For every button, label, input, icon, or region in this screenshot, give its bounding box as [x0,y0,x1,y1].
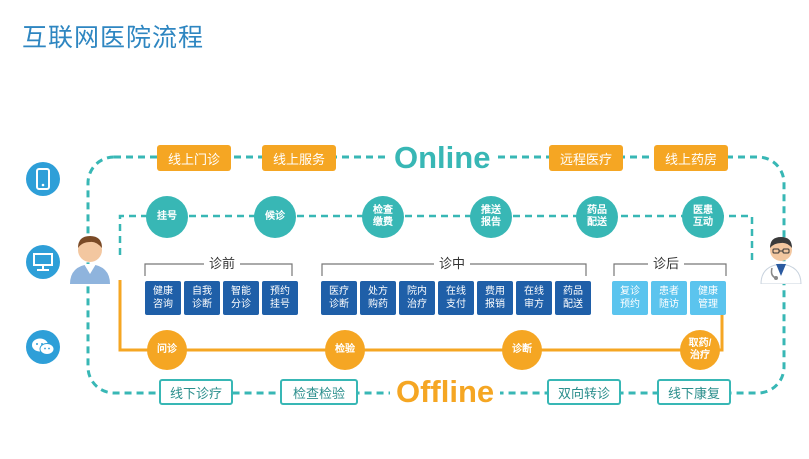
pre-tile: 自我 诊断 [184,281,220,315]
post-tile: 健康 管理 [690,281,726,315]
online-dashed-path [118,214,754,260]
computer-icon [26,245,60,279]
post-tile: 患者 随访 [651,281,687,315]
online-label: Online [388,138,497,178]
offline-step-diagnosis: 诊断 [502,330,542,370]
pre-tile: 智能 分诊 [223,281,259,315]
online-step-report: 推送 报告 [470,196,512,238]
offline-path [118,280,724,352]
offline-step-treatment: 取药/ 治疗 [680,330,720,370]
online-service-service: 线上服务 [262,145,336,171]
mid-tile: 在线 审方 [516,281,552,315]
online-service-remote: 远程医疗 [549,145,623,171]
offline-label: Offline [390,372,501,412]
online-step-delivery: 药品 配送 [576,196,618,238]
offline-step-test: 检验 [325,330,365,370]
pre-tile: 健康 咨询 [145,281,181,315]
offline-step-consult: 问诊 [147,330,187,370]
patient-avatar [66,230,114,289]
mid-tile: 在线 支付 [438,281,474,315]
mid-tile: 医疗 诊断 [321,281,357,315]
offline-service-exam: 检查检验 [280,379,358,405]
mid-tile: 处方 购药 [360,281,396,315]
group-label-mid: 诊中 [434,256,471,272]
online-service-clinic: 线上门诊 [157,145,231,171]
online-service-pharmacy: 线上药房 [654,145,728,171]
doctor-avatar [758,228,804,289]
post-tile: 复诊 预约 [612,281,648,315]
page-title: 互联网医院流程 [22,24,205,52]
wechat-icon [26,330,60,364]
offline-service-referral: 双向转诊 [547,379,621,405]
online-step-register: 挂号 [146,196,188,238]
group-label-pre: 诊前 [204,256,241,272]
phone-icon [26,162,60,196]
mid-tile: 费用 报销 [477,281,513,315]
outer-dashed-loop [86,155,786,395]
offline-service-rehab: 线下康复 [657,379,731,405]
group-label-post: 诊后 [648,256,685,272]
online-step-waiting: 候诊 [254,196,296,238]
offline-service-clinic: 线下诊疗 [159,379,233,405]
mid-tile: 药品 配送 [555,281,591,315]
mid-tile: 院内 治疗 [399,281,435,315]
online-step-payment: 检查 缴费 [362,196,404,238]
online-step-interaction: 医患 互动 [682,196,724,238]
pre-tile: 预约 挂号 [262,281,298,315]
